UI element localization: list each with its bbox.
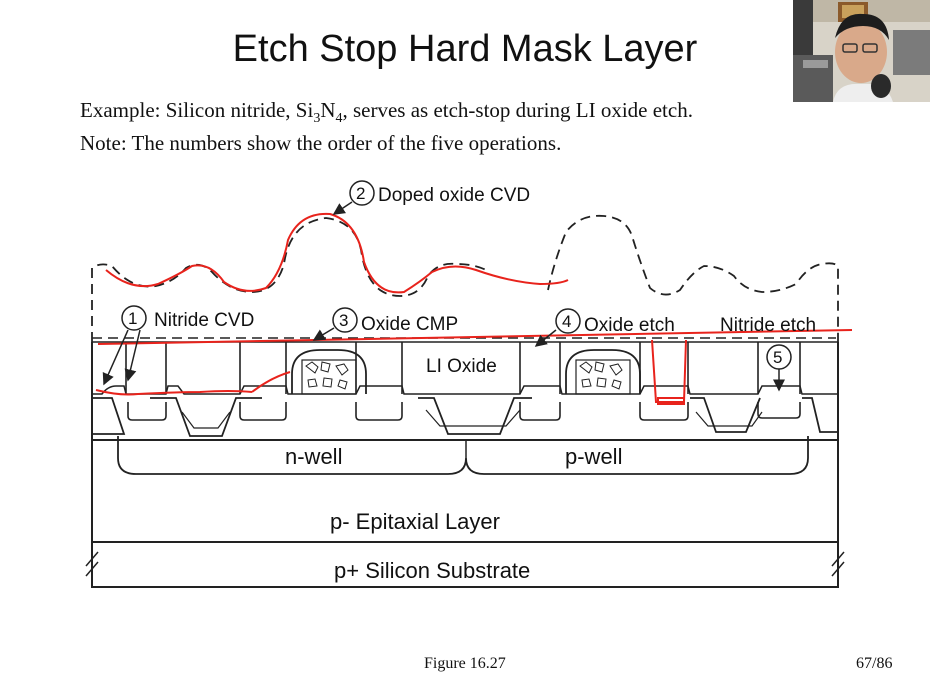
step-5-label: Nitride etch xyxy=(720,315,816,336)
gate-n-poly xyxy=(302,360,356,394)
step-4-number: 4 xyxy=(562,312,571,331)
substrate-label: p+ Silicon Substrate xyxy=(334,558,530,583)
page-number: 67/86 xyxy=(856,655,892,673)
gate-p-poly xyxy=(576,360,630,394)
step-1-label: Nitride CVD xyxy=(154,310,254,331)
step-2-number: 2 xyxy=(356,184,365,203)
well-outline xyxy=(118,436,808,474)
step-5-number: 5 xyxy=(773,348,782,367)
step-2-label: Doped oxide CVD xyxy=(378,185,530,206)
sti-trenches xyxy=(92,398,838,436)
gate-p-texture xyxy=(580,362,622,389)
li-oxide-label: LI Oxide xyxy=(426,356,497,377)
gate-n xyxy=(292,350,366,394)
epitaxial-label: p- Epitaxial Layer xyxy=(330,509,500,534)
n-well-label: n-well xyxy=(285,444,342,469)
nitride-liner xyxy=(92,386,838,394)
step-3-label: Oxide CMP xyxy=(361,314,458,335)
step-3-number: 3 xyxy=(339,311,348,330)
sti-liner xyxy=(182,410,762,428)
step-4-leader xyxy=(536,330,556,346)
step-2-leader xyxy=(334,202,352,214)
gate-n-texture xyxy=(306,362,348,389)
p-well-label: p-well xyxy=(565,444,622,469)
step-4-label: Oxide etch xyxy=(584,315,675,336)
step-1-number: 1 xyxy=(128,309,137,328)
gate-p xyxy=(566,350,640,394)
red-oxide-trace xyxy=(106,214,568,293)
red-etch-marking xyxy=(652,340,686,404)
figure-caption: Figure 16.27 xyxy=(424,655,506,673)
